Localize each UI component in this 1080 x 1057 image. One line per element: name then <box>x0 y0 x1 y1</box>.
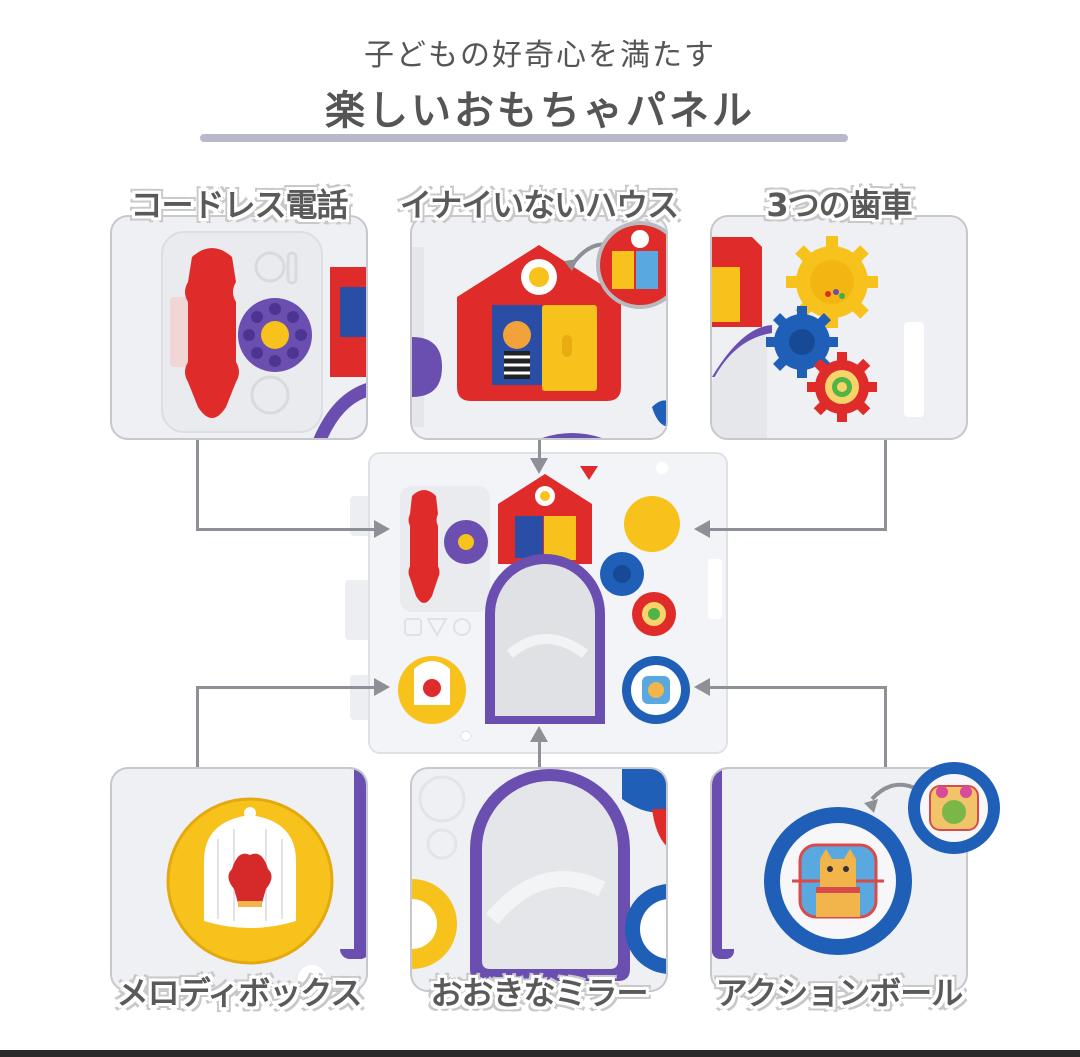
action-ball-inset <box>908 762 1000 854</box>
label-melody-box: メロディボックス <box>116 974 363 1012</box>
feature-panel-peekaboo-house <box>410 215 668 440</box>
bottom-edge-bar <box>0 1050 1080 1057</box>
title-underline <box>200 134 848 142</box>
connector-action-ball-vertical <box>884 686 887 768</box>
connector-gears-vertical <box>884 440 887 530</box>
connector-peekaboo-vertical <box>538 440 541 460</box>
mirror-icon <box>412 769 666 981</box>
page-title: 楽しいおもちゃパネル <box>325 88 755 134</box>
connector-melody-horizontal <box>196 686 374 689</box>
arrow-left-icon <box>694 678 710 696</box>
label-cordless-phone: コードレス電話 <box>130 186 348 224</box>
feature-panel-big-mirror <box>410 767 668 992</box>
monster-face-icon <box>920 774 988 842</box>
label-peekaboo-house: イナイいないハウス <box>399 186 679 224</box>
arrow-up-icon <box>530 726 548 742</box>
arrow-right-icon <box>374 520 390 538</box>
arrow-down-icon <box>530 458 548 474</box>
connector-action-ball-horizontal <box>710 686 887 689</box>
connector-mirror-vertical <box>538 740 541 768</box>
arrow-left-icon <box>694 520 710 538</box>
arrow-right-icon <box>374 678 390 696</box>
connector-cordless-phone-horizontal <box>196 528 374 531</box>
label-action-ball: アクションボール <box>715 974 963 1012</box>
label-big-mirror: おおきなミラー <box>430 974 648 1012</box>
gears-icon <box>712 236 924 438</box>
feature-panel-melody-box <box>110 767 368 992</box>
toy-panel-board <box>368 452 728 754</box>
feature-panel-three-gears <box>710 215 968 440</box>
board-clip-top <box>350 496 372 536</box>
spinning-ball-icon <box>712 769 918 959</box>
connector-cordless-phone-vertical <box>196 440 199 530</box>
birdcage-icon <box>166 769 366 990</box>
phone-handset-icon <box>161 231 366 438</box>
label-three-gears: 3つの歯車 <box>766 186 912 224</box>
house-door-icon <box>412 221 666 438</box>
toy-panel-illustration <box>398 462 722 742</box>
feature-panel-cordless-phone <box>110 215 368 440</box>
subtitle: 子どもの好奇心を満たす <box>364 38 716 73</box>
connector-melody-vertical <box>196 686 199 768</box>
connector-gears-horizontal <box>710 528 887 531</box>
